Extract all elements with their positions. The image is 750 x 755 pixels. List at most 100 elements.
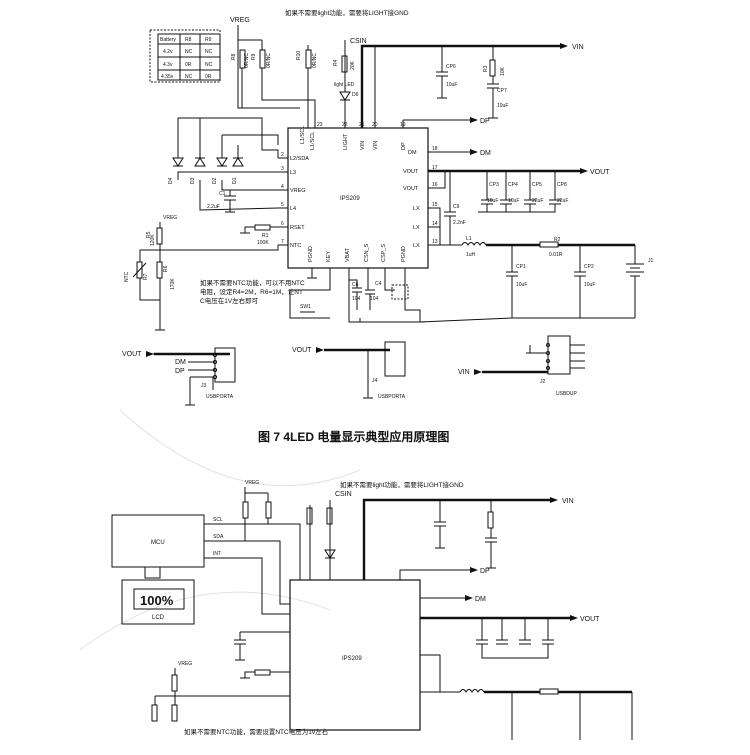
resistor-r10: R10 0R/NC (296, 49, 318, 69)
battery-j1: J1 (626, 245, 654, 318)
pin-label: PGND (308, 246, 314, 262)
led-d2: D2 (212, 157, 228, 184)
net-csin: CSIN (350, 38, 367, 45)
table-cell: 4.2v (163, 49, 173, 55)
bottom-ic (289, 579, 421, 731)
capacitor-c1: C1 2.2uF (207, 189, 278, 213)
r1-label: R1 (262, 233, 269, 239)
usb-connector-j3: VOUT DM DP J3 USBPORTA (122, 347, 236, 406)
ntc-note-line: 如果不需要NTC功能，可以不用NTC (200, 278, 305, 287)
lcd-box (121, 579, 195, 625)
pin-label: L1/SCL (300, 126, 306, 144)
bottom-ntc-vreg: VREG (178, 661, 192, 667)
pin-num: 23 (317, 122, 323, 128)
lcd-label: LCD (152, 615, 165, 621)
pin-label: VBAT (345, 247, 351, 262)
pin-label: CSN_S (364, 243, 370, 262)
d1-label: D1 (232, 177, 238, 184)
r8-label: R8 (231, 53, 237, 60)
battery-config-table: Battery R8 R9 4.2v NC NC 4.3v 0R NC 4.35… (149, 29, 221, 83)
j3-dm: DM (175, 359, 186, 366)
r6-label: R6 (163, 265, 169, 272)
bottom-dm: DM (475, 596, 486, 603)
table-cell: 0R (185, 62, 192, 68)
bottom-schematic: 如果不需要light功能，需要将LIGHT接GND MCU SCL SDA IN… (111, 480, 633, 740)
d3-label: D3 (190, 177, 196, 184)
r4-label: R4 (333, 59, 339, 66)
pin-num: 20 (372, 122, 378, 128)
bottom-vin: VIN (562, 498, 574, 505)
cp1-value: 10uF (516, 282, 527, 288)
c1-label: C1 (219, 191, 226, 197)
j3-vout: VOUT (122, 351, 142, 358)
pin-label: VIN (373, 141, 379, 150)
r2-label: R2 (554, 237, 561, 243)
top-schematic: 如果不需要light功能，需要将LIGHT接GND Battery R8 R9 … (122, 8, 654, 406)
ntc-vreg: VREG (163, 215, 177, 221)
d6-label: D6 (352, 92, 359, 98)
pin-num: 4 (281, 184, 284, 190)
capacitor-c6: C6 104 (349, 279, 362, 310)
ntc-network: VREG R5 120K NTC R7 R6 170K (124, 215, 279, 331)
d2-label: D2 (212, 177, 218, 184)
usb-connector-j2: VIN J2 USBDUP (458, 335, 585, 397)
cp3-label: CP3 (489, 182, 499, 188)
watermark (79, 409, 361, 651)
table-header-r9: R9 (205, 37, 212, 43)
pin-num: 6 (281, 221, 284, 227)
mcu-label: MCU (151, 540, 165, 546)
resistor-r8: R8 0R/NC (231, 49, 250, 69)
c4-label: C4 (375, 281, 382, 287)
bottom-vreg: VREG (245, 480, 259, 486)
r3-label: R3 (483, 65, 489, 72)
pin-num: 2 (281, 152, 284, 158)
pin-label: DM (408, 150, 417, 156)
led-d6: D6 (339, 91, 359, 101)
bottom-ic-name: IPS209 (342, 656, 362, 662)
c4-value: 104 (370, 296, 379, 302)
cp2-label: CP2 (584, 264, 594, 270)
j3-dp: DP (175, 368, 185, 375)
pin-num: 18 (432, 146, 438, 152)
cp6-label: CP6 (446, 64, 456, 70)
bottom-dp: DP (480, 568, 490, 575)
resistor-r2: R2 0.01R (539, 237, 563, 258)
pin-label: PGND (401, 246, 407, 262)
capacitor-cp1: CP1 10uF (506, 245, 527, 318)
bottom-csin: CSIN (335, 491, 352, 498)
cp3-value: 10uF (487, 198, 498, 204)
pin-label: VOUT (403, 186, 419, 192)
bottom-ntc-note: 如果不需要NTC功能，需要设置NTC电压为1v左右 (184, 727, 329, 736)
table-cell: NC (205, 49, 213, 55)
r10-value: 0R/NC (312, 53, 318, 68)
top-note: 如果不需要light功能，需要将LIGHT接GND (285, 8, 409, 17)
cp7-label: CP7 (497, 88, 507, 94)
pin-label: RSET (290, 225, 305, 231)
r3-value: 10K (500, 66, 506, 76)
pin-num: 16 (432, 182, 438, 188)
pin-label: VOUT (403, 169, 419, 175)
ntc-note: 如果不需要NTC功能，可以不用NTC 电阻，设定R4=2M，R6=1M，让NT … (200, 278, 305, 305)
ic-bottom-pins: PGND KEY VBAT CSN_S CSP_S PGND (308, 243, 407, 262)
pin-num: 5 (281, 202, 284, 208)
pin-label: DP (401, 142, 407, 150)
r5-label: R5 (146, 231, 152, 238)
table-cell: NC (185, 49, 193, 55)
pin-label: CSP_S (381, 244, 387, 262)
led-d4: D4 (168, 157, 184, 184)
net-dp: DP (480, 118, 490, 125)
r4-value: 20K (350, 60, 356, 70)
pin-label: L2/SDA (290, 156, 309, 162)
cp1-label: CP1 (516, 264, 526, 270)
c1-value: 2.2uF (207, 204, 220, 210)
cp7-value: 10uF (497, 103, 508, 109)
cp5-value: 22uF (532, 198, 543, 204)
resistor-r9: R9 0R/NC (251, 49, 272, 69)
resistor-r4: R4 20K (333, 55, 356, 73)
ntc-note-line: C电压在1V左右即可 (200, 296, 259, 305)
table-cell: 4.35v (161, 74, 174, 80)
pin-label: L3 (290, 170, 296, 176)
pin-num: 17 (432, 165, 438, 171)
switch-sw1: SW1 (289, 304, 330, 319)
